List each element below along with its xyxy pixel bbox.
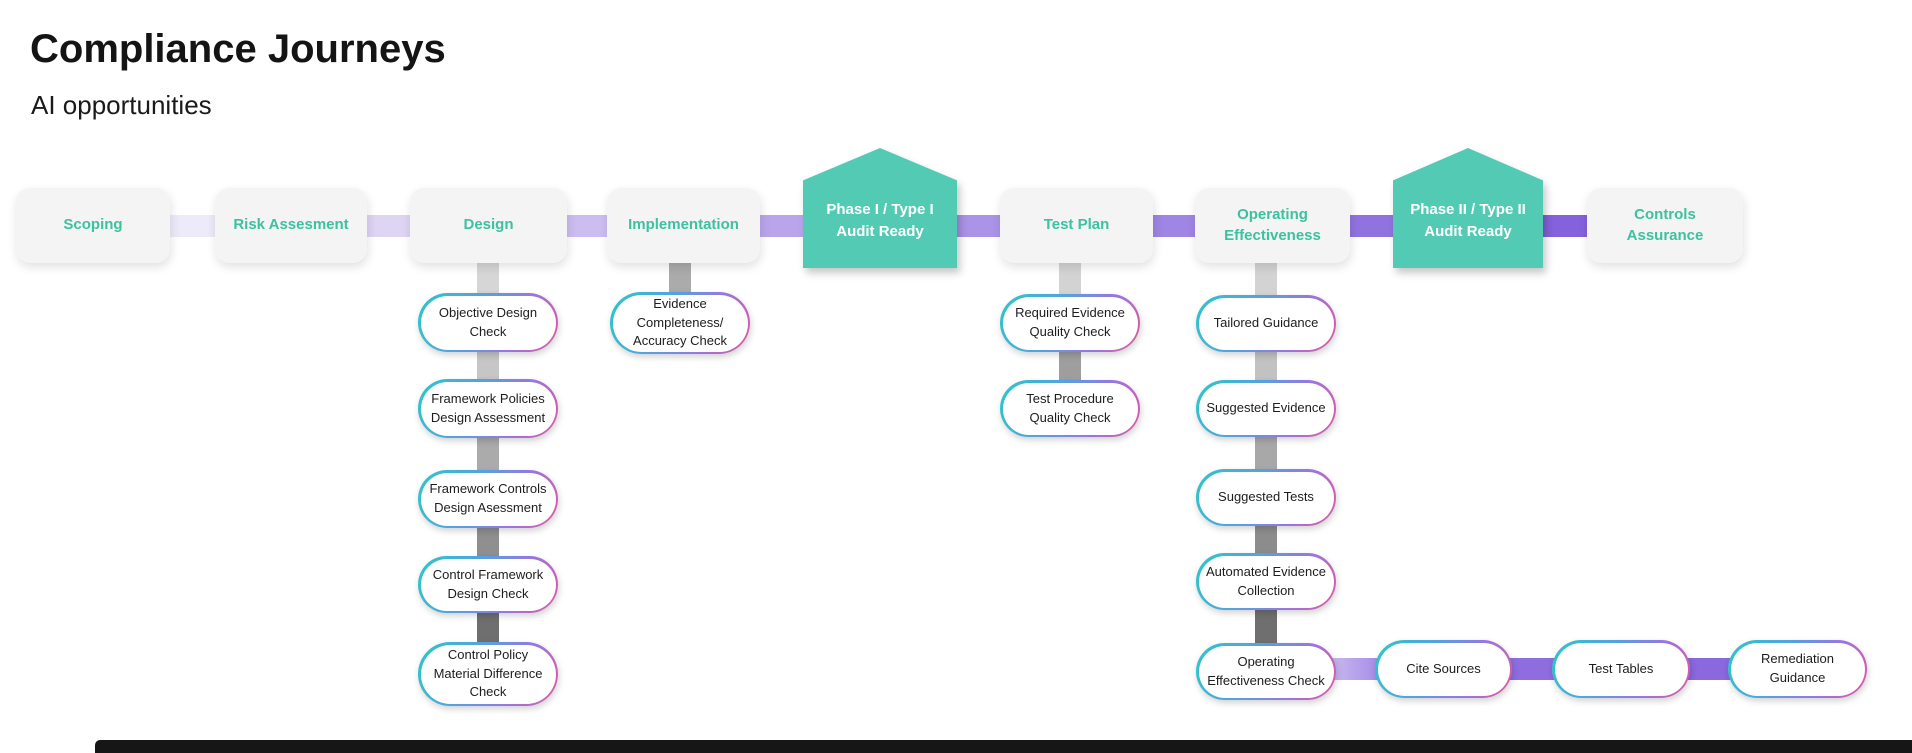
stage-implementation-label: Implementation <box>628 216 739 234</box>
node-framework-policies-design-assessment: Framework Policies Design Assessment <box>418 379 558 438</box>
node-label: Test Procedure Quality Check <box>1002 382 1138 435</box>
connector-operating-node5 <box>1255 606 1277 647</box>
connector-phase2-controls <box>1537 215 1594 237</box>
connector-testplan-operating <box>1147 215 1202 237</box>
stage-controls-assurance-label: Controls Assurance <box>1626 206 1704 244</box>
stage-operating-effectiveness-label: Operating Effectiveness <box>1224 206 1321 244</box>
connector-implementation-phase1 <box>754 215 810 237</box>
node-label: Tailored Guidance <box>1198 297 1334 350</box>
connector-opcheck-citesources <box>1330 658 1381 680</box>
node-test-tables: Test Tables <box>1552 640 1690 698</box>
canvas-bottom-edge <box>95 740 1912 753</box>
milestone-phase2-line1: Phase II / Type II <box>1410 200 1526 218</box>
stage-risk-assesment-label: Risk Assesment <box>233 216 349 234</box>
stage-scoping: Scoping <box>16 188 170 263</box>
connector-operating-node4 <box>1255 522 1277 557</box>
connector-operating-node3 <box>1255 433 1277 473</box>
stage-test-plan: Test Plan <box>1000 188 1153 263</box>
stage-design-label: Design <box>463 216 514 234</box>
node-label: Cite Sources <box>1377 642 1510 696</box>
connector-operating-node2 <box>1255 348 1277 384</box>
pentagon-icon: Phase II / Type II Audit Ready <box>1393 148 1543 268</box>
node-label: Control Policy Material Difference Check <box>420 644 556 704</box>
node-control-policy-material-difference-check: Control Policy Material Difference Check <box>418 642 558 706</box>
node-label: Framework Controls Design Asessment <box>420 472 556 526</box>
node-tailored-guidance: Tailored Guidance <box>1196 295 1336 352</box>
node-label: Test Tables <box>1554 642 1688 696</box>
node-control-framework-design-check: Control Framework Design Check <box>418 556 558 613</box>
connector-design-node4 <box>477 524 499 560</box>
node-label: Suggested Evidence <box>1198 382 1334 435</box>
node-framework-controls-design-asessment: Framework Controls Design Asessment <box>418 470 558 528</box>
connector-testplan-node2 <box>1059 348 1081 384</box>
node-label: Suggested Tests <box>1198 471 1334 524</box>
connector-design-node1 <box>477 258 499 298</box>
node-label: Required Evidence Quality Check <box>1002 296 1138 350</box>
node-label: Operating Effectiveness Check <box>1198 645 1334 698</box>
node-label: Automated Evidence Collection <box>1198 555 1334 608</box>
connector-risk-design <box>361 215 417 237</box>
connector-testplan-node1 <box>1059 258 1081 298</box>
node-suggested-evidence: Suggested Evidence <box>1196 380 1336 437</box>
connector-operating-node1 <box>1255 258 1277 299</box>
connector-design-node2 <box>477 348 499 384</box>
node-objective-design-check: Objective Design Check <box>418 293 558 352</box>
connector-design-implementation <box>561 215 613 237</box>
stage-scoping-label: Scoping <box>63 216 123 234</box>
node-evidence-completeness-accuracy-check: Evidence Completeness/ Accuracy Check <box>610 292 750 354</box>
stage-test-plan-label: Test Plan <box>1043 216 1110 234</box>
connector-citesources-testtables <box>1506 658 1558 680</box>
node-automated-evidence-collection: Automated Evidence Collection <box>1196 553 1336 610</box>
node-required-evidence-quality-check: Required Evidence Quality Check <box>1000 294 1140 352</box>
node-label: Objective Design Check <box>420 295 556 350</box>
node-label: Control Framework Design Check <box>420 558 556 611</box>
stage-design: Design <box>410 188 567 263</box>
node-label: Framework Policies Design Assessment <box>420 381 556 436</box>
connector-phase1-testplan <box>951 215 1007 237</box>
page-subtitle: AI opportunities <box>31 90 212 120</box>
connector-design-node3 <box>477 434 499 474</box>
milestone-phase2-audit-ready: Phase II / Type II Audit Ready <box>1393 148 1543 268</box>
node-remediation-guidance: Remediation Guidance <box>1728 640 1867 698</box>
page-title: Compliance Journeys <box>30 27 446 71</box>
node-cite-sources: Cite Sources <box>1375 640 1512 698</box>
connector-design-node5 <box>477 609 499 646</box>
milestone-phase1-line1: Phase I / Type I <box>826 200 934 218</box>
connector-testtables-remediation <box>1684 658 1734 680</box>
milestone-phase2-line2: Audit Ready <box>1424 223 1512 240</box>
milestone-phase1-audit-ready: Phase I / Type I Audit Ready <box>803 148 957 268</box>
stage-risk-assesment: Risk Assesment <box>215 188 367 263</box>
node-label: Remediation Guidance <box>1730 642 1865 696</box>
node-label: Evidence Completeness/ Accuracy Check <box>612 294 748 352</box>
milestone-phase1-line2: Audit Ready <box>836 223 924 240</box>
stage-operating-effectiveness: Operating Effectiveness <box>1195 188 1350 263</box>
node-test-procedure-quality-check: Test Procedure Quality Check <box>1000 380 1140 437</box>
connector-operating-phase2 <box>1344 215 1400 237</box>
node-operating-effectiveness-check: Operating Effectiveness Check <box>1196 643 1336 700</box>
stage-implementation: Implementation <box>607 188 760 263</box>
node-suggested-tests: Suggested Tests <box>1196 469 1336 526</box>
pentagon-icon: Phase I / Type I Audit Ready <box>803 148 957 268</box>
stage-controls-assurance: Controls Assurance <box>1587 188 1743 263</box>
connector-scoping-risk <box>160 215 222 237</box>
connector-implementation-node1 <box>669 258 691 296</box>
